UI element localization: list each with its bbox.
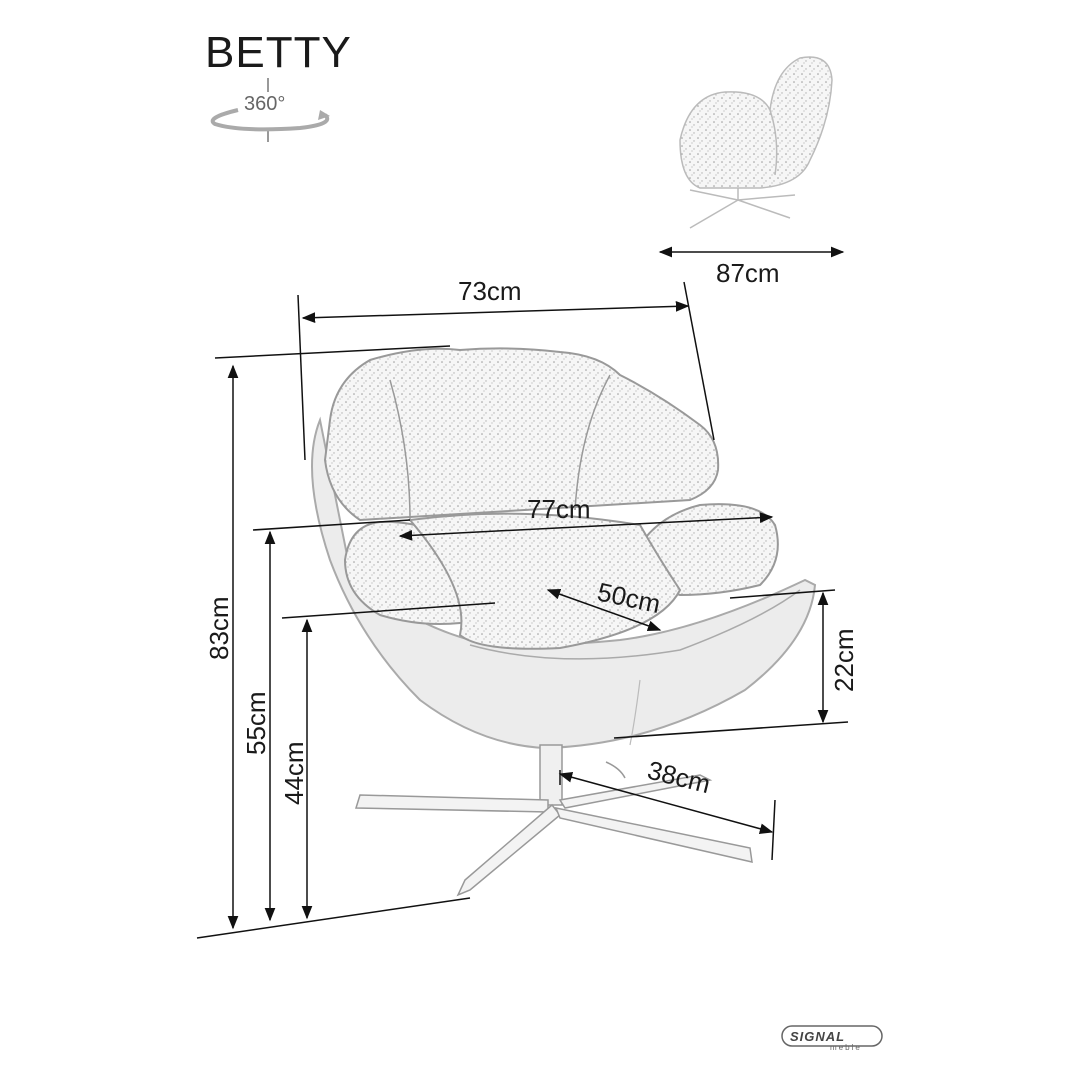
brand-subtitle: meble (830, 1043, 862, 1052)
total-height-label: 83cm (204, 596, 234, 660)
width-label: 73cm (458, 276, 522, 306)
seat-height-label: 44cm (279, 741, 309, 805)
depth-label: 87cm (716, 258, 780, 288)
base-radius-label: 38cm (645, 755, 714, 799)
product-title: BETTY (205, 28, 352, 77)
backrest-height-label: 22cm (829, 628, 859, 692)
rotate-360-icon: 360° (210, 78, 330, 142)
dimension-lines (196, 281, 849, 939)
seat-width-label: 77cm (527, 494, 591, 524)
armrest-height-label: 55cm (241, 691, 271, 755)
brand-name: SIGNAL (790, 1029, 845, 1044)
brand-logo: SIGNAL meble (781, 1025, 883, 1052)
side-view-chair (679, 56, 833, 229)
main-chair (311, 347, 817, 897)
rotation-label: 360° (244, 93, 285, 115)
